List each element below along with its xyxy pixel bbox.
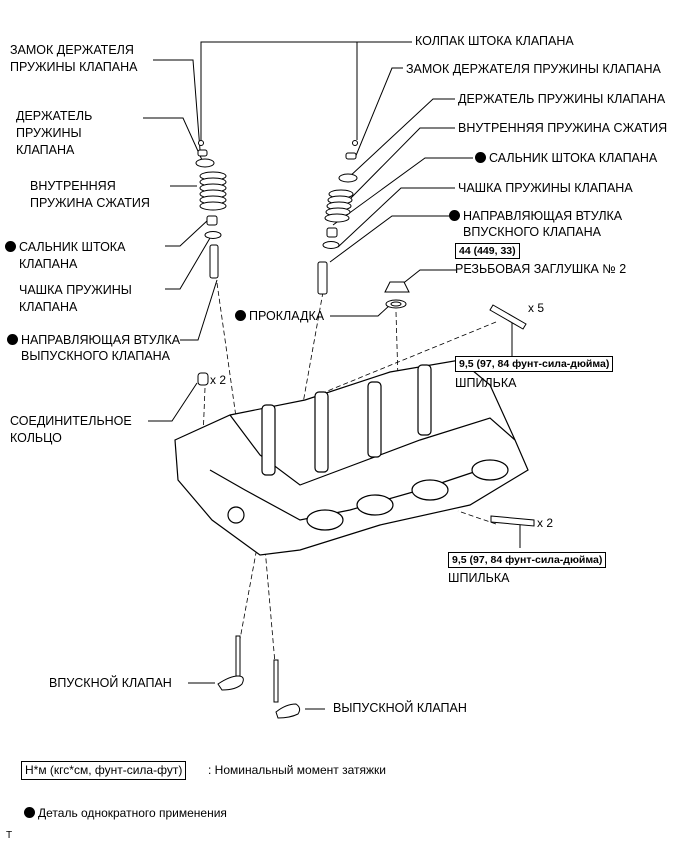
leader-retainer-lock-left [153,59,201,151]
leader-oil-seal-right [332,157,473,226]
label-valve-stem-cap: КОЛПАК ШТОКА КЛАПАНА [415,34,574,48]
label-plug-name: РЕЗЬБОВАЯ ЗАГЛУШКА № 2 [455,262,627,276]
leader-inner-spring-right [346,127,455,203]
leader-oil-seal-left [165,219,209,247]
label-stud-bottom: ШПИЛЬКА [448,571,510,585]
label-stem-oil-seal-left-1: САЛЬНИК ШТОКА [5,239,125,256]
label-inner-spring-left-2: ПРУЖИНА СЖАТИЯ [30,196,150,210]
single-use-icon [235,310,246,321]
label-spring-seat-left-1: ЧАШКА ПРУЖИНЫ [19,283,132,297]
ring-dowel [197,372,209,386]
label-gasket: ПРОКЛАДКА [235,308,324,325]
label-retainer-lock-left-2: ПРУЖИНЫ КЛАПАНА [10,60,138,74]
label-retainer-right: ДЕРЖАТЕЛЬ ПРУЖИНЫ КЛАПАНА [458,92,666,106]
leader-retainer-lock-right [354,67,403,159]
single-use-icon [7,334,18,345]
qty-stud-top: x 5 [528,301,545,315]
label-ring-1: СОЕДИНИТЕЛЬНОЕ [10,414,132,428]
single-use-icon [5,241,16,252]
left-valve-stack [195,140,227,279]
intake-valve-part [217,635,244,691]
leader-retainer-right [347,98,455,179]
legend-single-use: Деталь однократного применения [24,806,227,820]
qty-stud-bottom: x 2 [537,516,554,530]
leader-retainer-left [143,117,203,161]
label-spring-seat-left-2: КЛАПАНА [19,300,78,314]
leader-spring-seat-right [337,187,455,248]
leader-ring [148,382,198,422]
single-use-icon [24,807,35,818]
label-stud-top: ШПИЛЬКА [455,376,517,390]
label-retainer-left-2: ПРУЖИНЫ [16,126,82,140]
label-intake-valve: ВПУСКНОЙ КЛАПАН [49,676,172,690]
valve-guide-tubes [261,364,432,476]
label-retainer-left-1: ДЕРЖАТЕЛЬ [16,109,93,123]
stud-top [489,304,527,330]
single-use-icon [449,210,460,221]
label-exhaust-guide-1: НАПРАВЛЯЮЩАЯ ВТУЛКА [7,332,180,349]
legend-torque-box: Н*м (кгс*см, фунт-сила-фут) [21,761,187,780]
torque-box-stud-top: 9,5 (97, 84 фунт-сила-дюйма) [455,356,614,372]
leader-spring-seat-left [165,237,211,290]
stud-bottom [490,515,535,527]
label-retainer-left-3: КЛАПАНА [16,143,75,157]
leader-gasket [330,304,391,317]
torque-box-stud-bottom: 9,5 (97, 84 фунт-сила-дюйма) [448,552,607,568]
label-retainer-lock-left-1: ЗАМОК ДЕРЖАТЕЛЯ [10,43,134,57]
torque-box-plug: 44 (449, 33) [455,243,520,259]
label-stem-oil-seal-left-2: КЛАПАНА [19,257,78,271]
cylinder-head [174,359,529,556]
label-exhaust-valve: ВЫПУСКНОЙ КЛАПАН [333,701,467,715]
right-valve-stack [317,140,358,295]
leader-exhaust-guide [180,279,218,341]
label-intake-guide-1: НАПРАВЛЯЮЩАЯ ВТУЛКА [449,208,622,225]
label-inner-spring-right: ВНУТРЕННЯЯ ПРУЖИНА СЖАТИЯ [458,121,668,135]
corner-mark: T [6,830,13,841]
label-retainer-lock-right: ЗАМОК ДЕРЖАТЕЛЯ ПРУЖИНЫ КЛАПАНА [406,62,661,76]
label-spring-seat-right: ЧАШКА ПРУЖИНЫ КЛАПАНА [458,181,633,195]
label-intake-guide-2: ВПУСКНОГО КЛАПАНА [463,225,601,239]
leader-intake-guide [329,215,449,263]
label-exhaust-guide-2: ВЫПУСКНОГО КЛАПАНА [21,349,171,363]
exhaust-valve-part [273,659,301,719]
threaded-plug [384,281,410,309]
legend-torque-text: : Номинальный момент затяжки [208,763,386,777]
qty-ring: x 2 [210,373,227,387]
label-stem-oil-seal-right: САЛЬНИК ШТОКА КЛАПАНА [475,150,657,167]
label-inner-spring-left-1: ВНУТРЕННЯЯ [30,179,116,193]
leader-valve-stem-cap [200,41,412,140]
label-ring-2: КОЛЬЦО [10,431,62,445]
single-use-icon [475,152,486,163]
